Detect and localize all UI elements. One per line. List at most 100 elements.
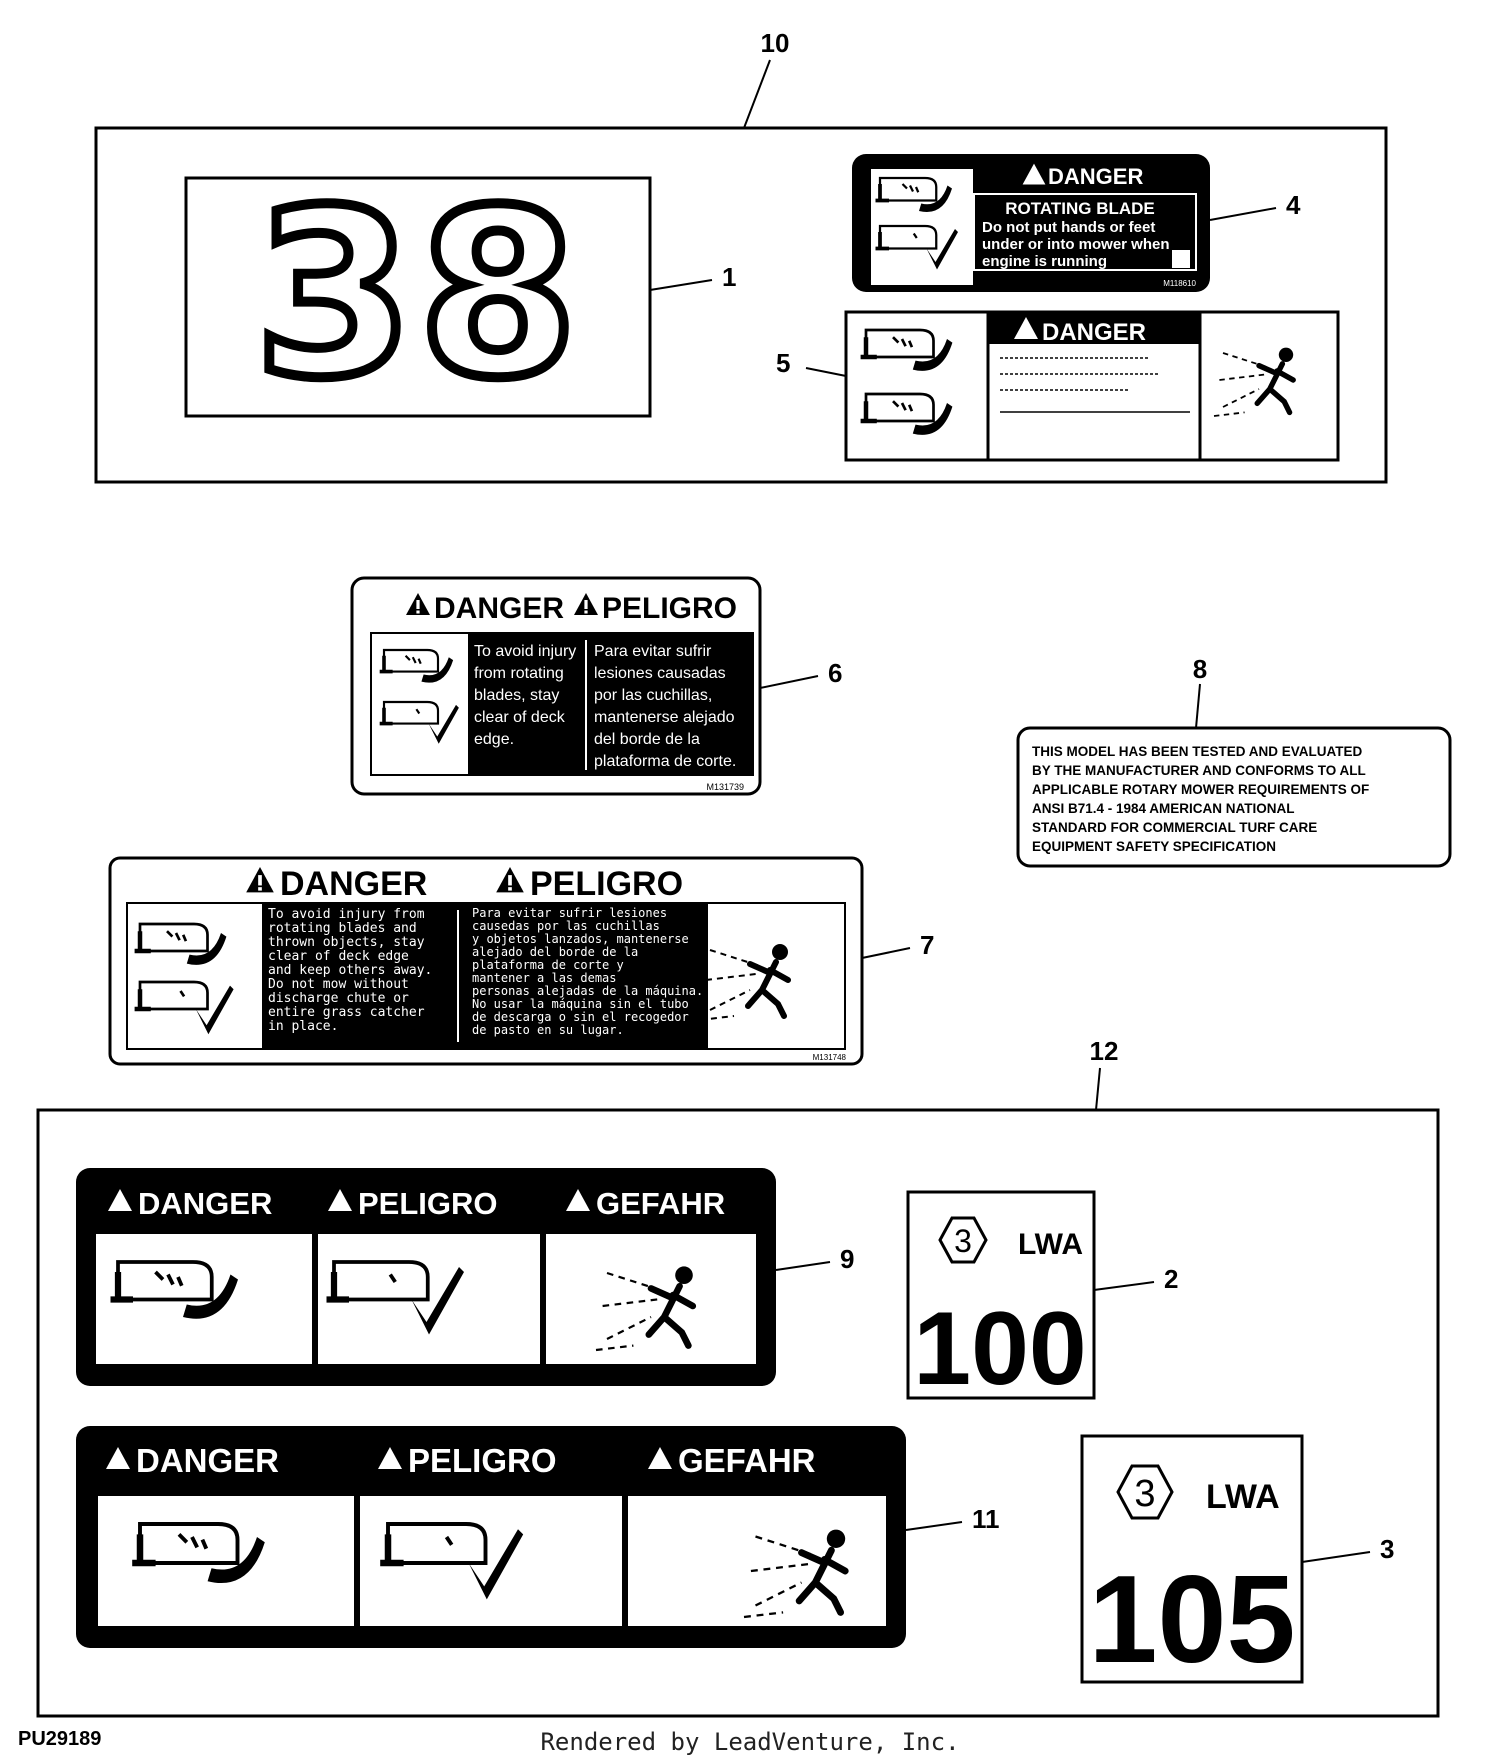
decal-9-danger-peligro-gefahr: DANGER PELIGRO GEFAHR	[76, 1168, 776, 1386]
decal-11-signal-1: DANGER	[136, 1442, 279, 1479]
group-10-frame	[94, 126, 1388, 484]
decal-8-ansi-compliance: THIS MODEL HAS BEEN TESTED AND EVALUATED…	[1016, 726, 1452, 868]
decal-3-value: 105	[1089, 1551, 1296, 1689]
decal-6-en-line-5: edge.	[474, 731, 514, 748]
decal-7-es-line-2: causedas por las cuchillas	[472, 919, 660, 933]
decal-8-line-6: EQUIPMENT SAFETY SPECIFICATION	[1032, 839, 1276, 854]
hexagon-icon	[1116, 1464, 1174, 1520]
decal-6-en-line-4: clear of deck	[474, 709, 566, 726]
decal-4-signal: DANGER	[1048, 164, 1143, 189]
decal-4-part-number: M118610	[1163, 279, 1196, 288]
decal-5-signal: DANGER	[1042, 319, 1146, 346]
decal-7-en-line-3: thrown objects, stay	[268, 935, 425, 950]
decal-1-model-number: 38	[184, 157, 652, 434]
decal-4-rotating-blade: DANGER ROTATING BLADE Do not put hands o…	[852, 154, 1210, 292]
leader-10	[743, 59, 771, 129]
decal-7-en-line-5: and keep others away.	[268, 963, 432, 978]
decal-7-es-line-8: No usar la máquina sin el tubo	[472, 997, 689, 1011]
callout-5: 5	[776, 348, 790, 378]
decal-6-danger-peligro: DANGER PELIGRO To avoid injury from rota…	[350, 576, 762, 796]
decal-7-es-line-10: de pasto en su lugar.	[472, 1023, 624, 1037]
decal-7-en-line-7: discharge chute or	[268, 991, 409, 1006]
leader-4	[1209, 207, 1277, 221]
decal-8-line-2: BY THE MANUFACTURER AND CONFORMS TO ALL	[1032, 763, 1366, 778]
callout-9: 9	[840, 1244, 854, 1274]
decal-7-es-line-7: personas alejadas de la máquina.	[472, 984, 703, 998]
decal-2-unit: LWA	[1018, 1228, 1083, 1261]
leader-7	[861, 947, 911, 959]
rendered-by-credit: Rendered by LeadVenture, Inc.	[540, 1728, 960, 1756]
decal-6-en-line-1: To avoid injury	[474, 643, 576, 660]
decal-2-sound-power-100: 3 LWA 100	[906, 1190, 1096, 1407]
callout-7: 7	[920, 930, 934, 960]
callout-11: 11	[972, 1504, 1000, 1534]
decal-4-line-1: Do not put hands or feet	[982, 219, 1155, 236]
callout-3: 3	[1380, 1534, 1394, 1564]
decal-3-unit: LWA	[1206, 1478, 1280, 1516]
decal-9-signal-3: GEFAHR	[596, 1186, 725, 1221]
callout-8: 8	[1193, 654, 1207, 684]
decal-6-es-line-4: mantenerse alejado	[594, 709, 735, 726]
decal-7-en-line-4: clear of deck edge	[268, 949, 409, 964]
decal-2-hex-number: 3	[954, 1223, 972, 1259]
decal-4-heading: ROTATING BLADE	[1005, 199, 1155, 218]
decal-2-value: 100	[913, 1291, 1087, 1407]
decal-6-es-line-5: del borde de la	[594, 731, 700, 748]
group-12-frame	[36, 1108, 1440, 1718]
decal-7-en-line-9: in place.	[268, 1019, 338, 1034]
callout-4: 4	[1286, 190, 1301, 220]
decal-6-es-line-6: plataforma de corte.	[594, 753, 736, 770]
decal-7-es-line-5: plataforma de corte y	[472, 958, 624, 972]
decal-7-es-line-9: de descarga o sin el recogedor	[472, 1010, 689, 1024]
hexagon-icon	[938, 1216, 988, 1264]
decal-7-en-line-8: entire grass catcher	[268, 1005, 425, 1020]
decal-7-part-number: M131748	[813, 1053, 847, 1062]
decal-7-en-line-6: Do not mow without	[268, 977, 409, 992]
decal-9-signal-2: PELIGRO	[358, 1186, 498, 1221]
decal-11-signal-2: PELIGRO	[408, 1442, 557, 1479]
leader-9	[775, 1261, 831, 1271]
leader-2	[1093, 1281, 1155, 1291]
figure-id: PU29189	[18, 1728, 102, 1750]
decal-11-danger-peligro-gefahr: DANGER PELIGRO GEFAHR	[76, 1426, 906, 1648]
decal-7-es-line-1: Para evitar sufrir lesiones	[472, 906, 667, 920]
decal-7-es-line-4: alejado del borde de la	[472, 945, 638, 959]
decal-1-number: 38	[254, 162, 582, 429]
leader-3	[1301, 1551, 1371, 1563]
leader-6	[759, 675, 819, 689]
decal-6-signal-en: DANGER	[434, 592, 564, 625]
leader-1	[649, 279, 713, 291]
decal-7-signal-en: DANGER	[280, 865, 427, 903]
leader-5	[805, 367, 847, 377]
decal-6-en-line-2: from rotating	[474, 665, 564, 682]
decal-6-es-line-3: por las cuchillas,	[594, 687, 712, 704]
leader-11	[905, 1521, 963, 1531]
callout-10: 10	[761, 28, 790, 58]
decal-8-line-5: STANDARD FOR COMMERCIAL TURF CARE	[1032, 820, 1317, 835]
decal-6-es-line-2: lesiones causadas	[594, 665, 726, 682]
decal-7-en-line-1: To avoid injury from	[268, 907, 425, 922]
decal-8-line-1: THIS MODEL HAS BEEN TESTED AND EVALUATED	[1032, 744, 1363, 759]
decal-4-line-3: engine is running	[982, 253, 1107, 270]
decal-7-signal-es: PELIGRO	[530, 865, 683, 903]
decal-5-danger: DANGER	[844, 310, 1340, 462]
callout-1: 1	[722, 262, 736, 292]
decal-3-hex-number: 3	[1134, 1473, 1155, 1515]
decal-8-line-3: APPLICABLE ROTARY MOWER REQUIREMENTS OF	[1032, 782, 1369, 797]
callout-6: 6	[828, 658, 842, 688]
leader-12	[1095, 1067, 1101, 1111]
decal-6-signal-es: PELIGRO	[602, 592, 737, 625]
decal-7-en-line-2: rotating blades and	[268, 921, 417, 936]
decal-4-line-2: under or into mower when	[982, 236, 1170, 253]
decal-6-es-line-1: Para evitar sufrir	[594, 643, 712, 660]
decal-9-signal-1: DANGER	[138, 1186, 272, 1221]
decal-7-danger-peligro: DANGER PELIGRO To avoid injury from rota…	[108, 856, 864, 1066]
decal-7-es-line-3: y objetos lanzados, mantenerse	[472, 932, 689, 946]
decal-8-line-4: ANSI B71.4 - 1984 AMERICAN NATIONAL	[1032, 801, 1295, 816]
decal-6-part-number: M131739	[706, 782, 744, 792]
decal-3-sound-power-105: 3 LWA 105	[1080, 1434, 1304, 1689]
decal-11-signal-3: GEFAHR	[678, 1442, 816, 1479]
decal-6-en-line-3: blades, stay	[474, 687, 559, 704]
decal-7-es-line-6: mantener a las demas	[472, 971, 617, 985]
